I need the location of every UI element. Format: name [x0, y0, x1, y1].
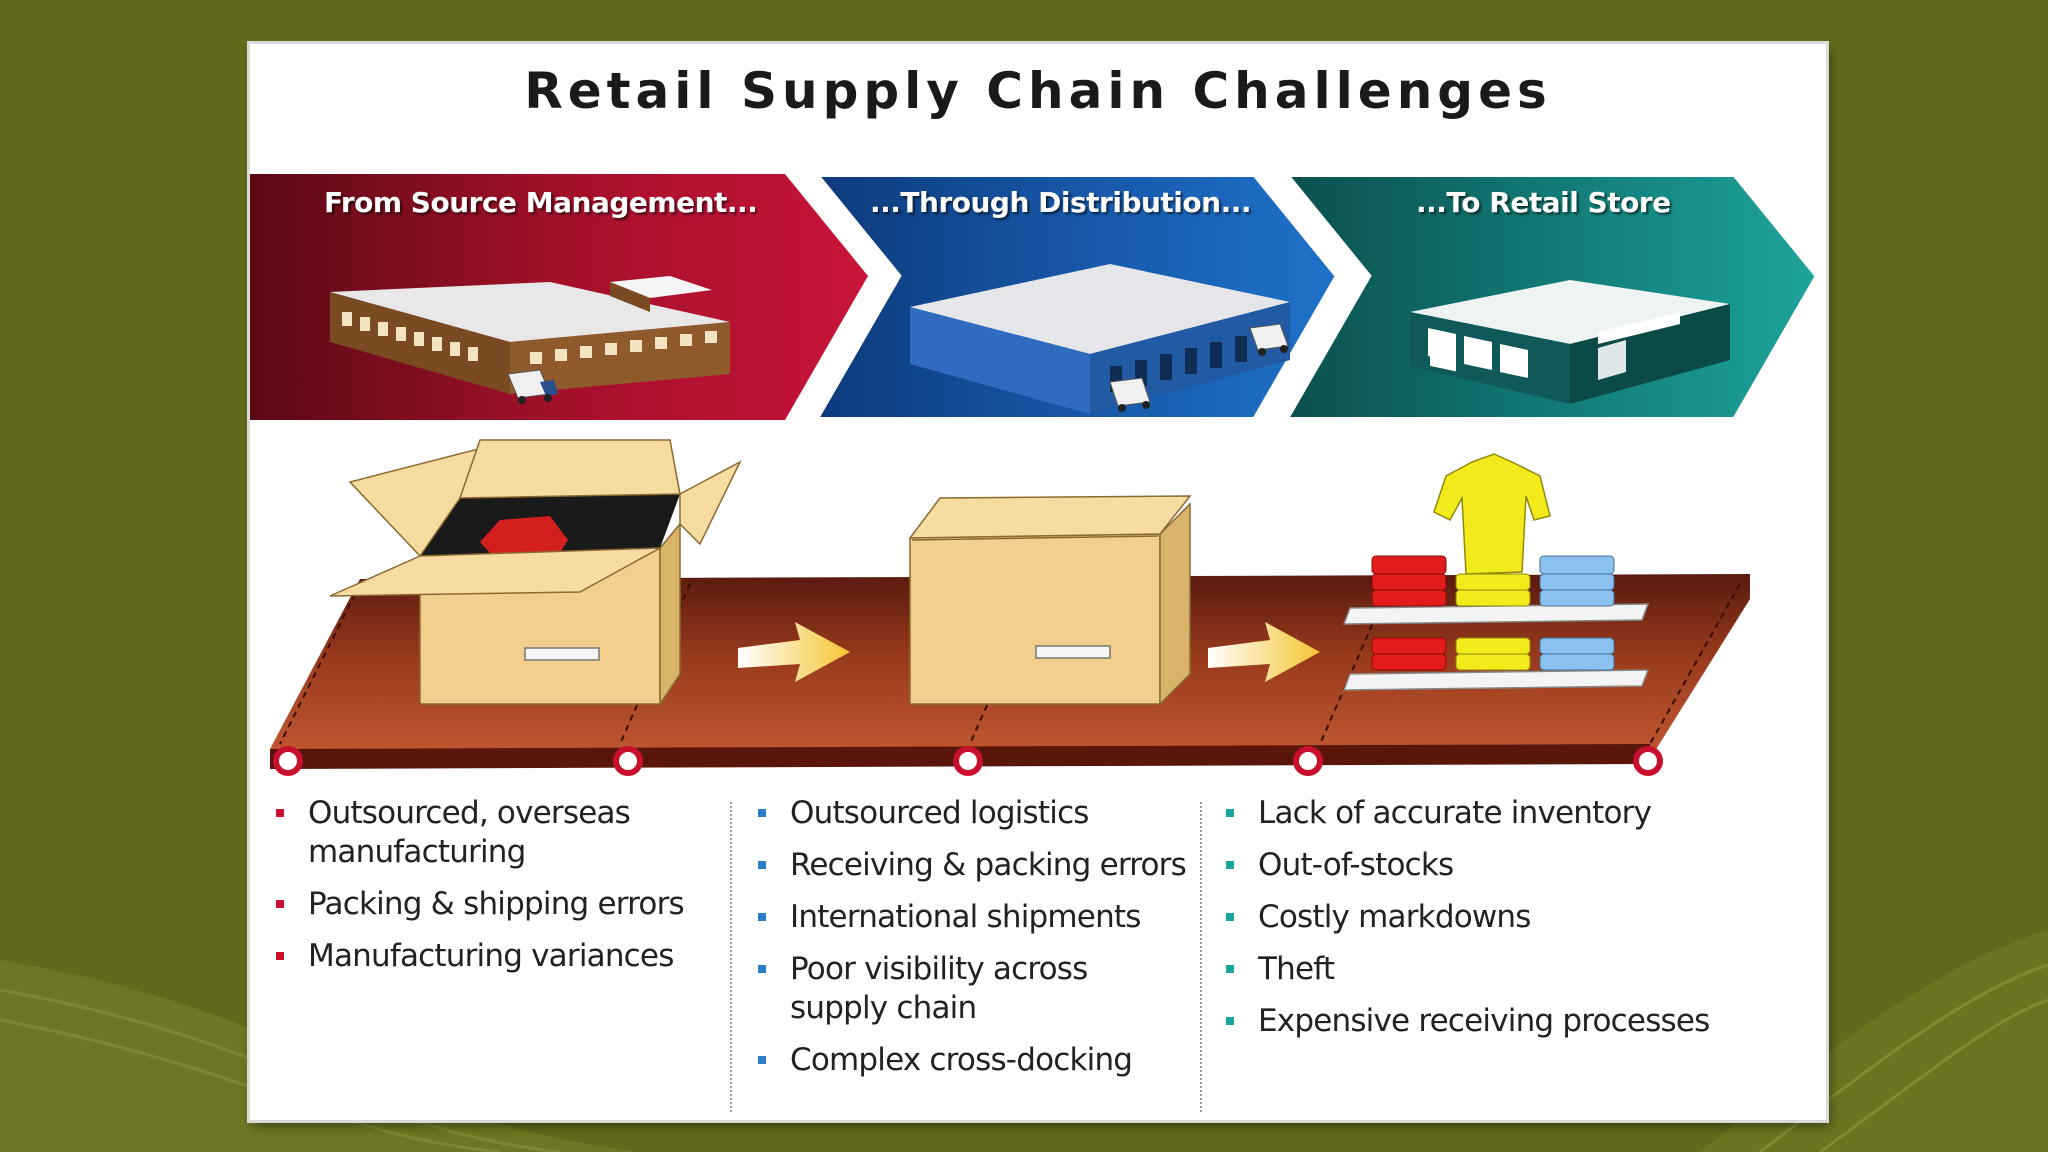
challenge-text: Lack of accurate inventory: [1258, 795, 1652, 831]
bullet-icon: [276, 809, 284, 817]
arrow-right-icon: [738, 622, 850, 682]
bullet-icon: [1226, 913, 1234, 921]
challenge-text: Out-of-stocks: [1258, 847, 1454, 883]
challenge-item: Out-of-stocks: [1224, 846, 1724, 885]
stage-label-source: From Source Management...: [324, 186, 758, 219]
challenge-item: Packing & shipping errors: [274, 885, 714, 924]
challenge-item: Expensive receiving processes: [1224, 1002, 1724, 1041]
challenge-item: International shipments: [756, 898, 1186, 937]
stage-label-distribution: ...Through Distribution...: [870, 186, 1251, 219]
truck-icon: [507, 369, 558, 404]
challenge-text: Manufacturing variances: [308, 938, 674, 974]
bullet-icon: [758, 965, 766, 973]
challenge-item: Poor visibility across supply chain: [756, 950, 1186, 1028]
challenge-item: Outsourced logistics: [756, 794, 1186, 833]
challenge-text: Expensive receiving processes: [1258, 1003, 1710, 1039]
conveyor-scene: [270, 439, 1750, 776]
stage-label-retail: ...To Retail Store: [1416, 186, 1671, 219]
bullet-icon: [276, 900, 284, 908]
store-icon: [1410, 280, 1730, 404]
challenge-text: Poor visibility across supply chain: [790, 951, 1088, 1026]
bullet-icon: [1226, 965, 1234, 973]
challenge-text: International shipments: [790, 899, 1141, 935]
challenge-text: Theft: [1258, 951, 1335, 987]
bullet-icon: [1226, 861, 1234, 869]
truck-icon: [1109, 323, 1289, 412]
page-title: Retail Supply Chain Challenges: [524, 62, 1552, 120]
closed-box-icon: [908, 495, 1192, 706]
bullet-icon: [758, 809, 766, 817]
challenge-item: Lack of accurate inventory: [1224, 794, 1724, 833]
challenge-item: Costly markdowns: [1224, 898, 1724, 937]
challenge-item: Receiving & packing errors: [756, 846, 1187, 885]
bullet-icon: [1226, 809, 1234, 817]
slide-card: Retail Supply Chain Challenges: [250, 44, 1826, 1120]
challenge-item: Complex cross-docking: [756, 1041, 1186, 1080]
challenge-item: Theft: [1224, 950, 1724, 989]
bullet-icon: [758, 1056, 766, 1064]
challenge-item: Outsourced, overseas manufacturing: [274, 794, 714, 872]
clothing-shelf-icon: [1342, 453, 1650, 691]
challenge-text: Costly markdowns: [1258, 899, 1531, 935]
bullet-icon: [276, 952, 284, 960]
challenge-text: Outsourced, overseas manufacturing: [308, 795, 631, 870]
column-divider: [1200, 802, 1202, 1112]
bullet-icon: [1226, 1017, 1234, 1025]
challenge-text: Packing & shipping errors: [308, 886, 685, 922]
challenge-text: Complex cross-docking: [790, 1042, 1133, 1078]
bullet-icon: [758, 913, 766, 921]
bullet-icon: [758, 861, 766, 869]
stage-banner: [250, 171, 1822, 423]
arrow-right-icon: [1208, 622, 1320, 682]
column-divider: [730, 802, 732, 1112]
challenge-item: Manufacturing variances: [274, 937, 714, 976]
challenge-text: Outsourced logistics: [790, 795, 1089, 831]
open-box-icon: [329, 439, 742, 707]
challenge-text: Receiving & packing errors: [790, 847, 1187, 883]
factory-icon: [330, 276, 730, 394]
